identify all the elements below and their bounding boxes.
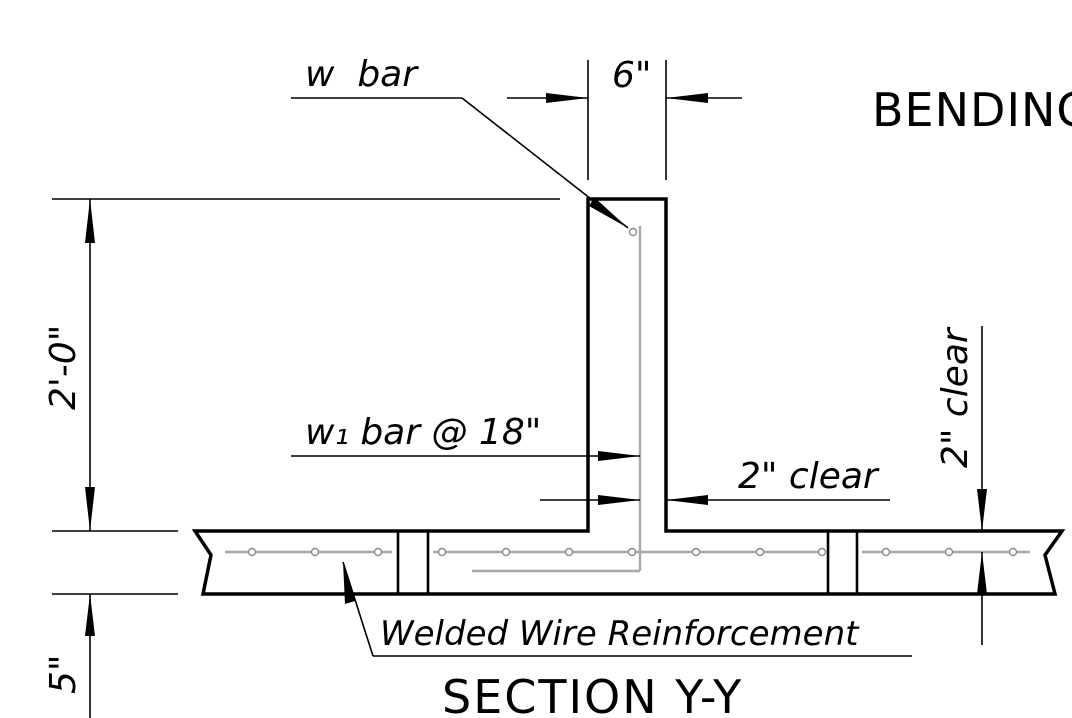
wall-height-label: 2'-0" xyxy=(43,325,84,410)
slab-thickness-dimension: 5" xyxy=(43,593,178,718)
w1-bar-callout: w₁ bar @ 18" xyxy=(291,412,640,461)
side-clear-dimension: 2" clear xyxy=(540,456,890,505)
wall-width-dimension: 6" xyxy=(507,55,742,180)
w-bar-label: w bar xyxy=(305,54,419,95)
slab-joints xyxy=(396,531,859,594)
slab-thickness-label: 5" xyxy=(43,655,84,694)
reinforcement xyxy=(225,226,1030,573)
welded-wire-dots xyxy=(247,547,1018,557)
section-title: SECTION Y-Y xyxy=(442,670,743,718)
welded-wire-label: Welded Wire Reinforcement xyxy=(380,614,860,654)
bending-title-partial: BENDING xyxy=(872,83,1072,137)
top-clear-dimension: 2" clear xyxy=(935,326,987,645)
w-bar-callout: w bar xyxy=(291,54,629,229)
top-clear-label: 2" clear xyxy=(935,326,976,468)
wall-height-dimension: 2'-0" xyxy=(43,198,560,532)
side-clear-label: 2" clear xyxy=(738,456,880,497)
w-bar-dot xyxy=(628,227,638,237)
wall-width-label: 6" xyxy=(612,55,651,96)
welded-wire-callout: Welded Wire Reinforcement xyxy=(342,561,912,657)
w1-bar-label: w₁ bar @ 18" xyxy=(305,412,541,453)
concrete-outline xyxy=(191,197,1066,596)
